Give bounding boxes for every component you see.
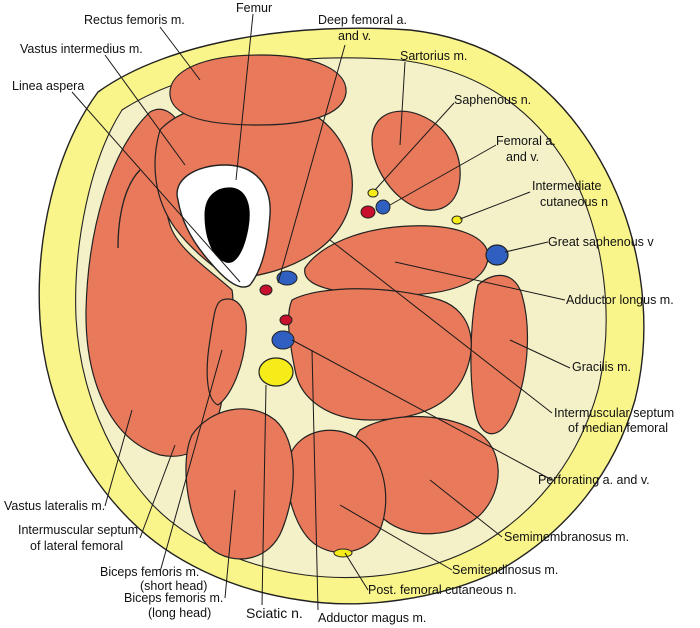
label-intermediate-cutaneous-2: cutaneous n xyxy=(540,195,608,209)
label-deep-femoral-1: Deep femoral a. xyxy=(318,13,407,27)
label-post-femoral-cutaneous: Post. femoral cutaneous n. xyxy=(368,583,517,597)
linea-aspera-ridge xyxy=(117,169,141,249)
perforating-vein xyxy=(271,330,295,350)
adductor-magnus-muscle xyxy=(287,288,472,421)
femoral-vein xyxy=(375,199,391,215)
biceps-femoris-short-head-muscle xyxy=(206,298,247,406)
label-perforating: Perforating a. and v. xyxy=(538,473,650,487)
label-intermediate-cutaneous-1: Intermediate xyxy=(532,179,602,193)
label-biceps-long-2: (long head) xyxy=(148,606,211,620)
label-femoral-av-2: and v. xyxy=(506,150,539,164)
perforating-artery xyxy=(279,314,293,326)
leader-lines xyxy=(71,13,571,611)
sciatic-nerve xyxy=(258,357,294,387)
deep-femoral-vein xyxy=(276,270,298,286)
label-adductor-magnus: Adductor magus m. xyxy=(318,611,426,625)
label-biceps-long-1: Biceps femoris m. xyxy=(124,591,223,605)
label-biceps-short-2: (short head) xyxy=(140,579,207,593)
label-adductor-longus: Adductor longus m. xyxy=(566,293,674,307)
gracilis-muscle xyxy=(470,274,529,435)
label-septum-median-2: of median femoral xyxy=(568,421,668,435)
labels: Femur Rectus femoris m. Deep femoral a. … xyxy=(4,1,674,625)
label-septum-median-1: Intermuscular septum xyxy=(554,406,674,420)
label-vastus-intermedius: Vastus intermedius m. xyxy=(20,42,143,56)
label-deep-femoral-2: and v. xyxy=(338,29,371,43)
label-great-saphenous: Great saphenous v xyxy=(548,235,654,249)
label-linea-aspera: Linea aspera xyxy=(12,79,84,93)
label-femur: Femur xyxy=(236,1,272,15)
deep-femoral-artery xyxy=(259,284,273,296)
femoral-artery xyxy=(360,205,376,219)
label-gracilis: Gracilis m. xyxy=(572,360,631,374)
label-sartorius: Sartorius m. xyxy=(400,49,467,63)
label-semitendinosus: Semitendinosus m. xyxy=(452,563,558,577)
label-semimembranosus: Semimembranosus m. xyxy=(504,530,629,544)
rectus-femoris-muscle xyxy=(169,54,347,126)
label-vastus-lateralis: Vastus lateralis m. xyxy=(4,499,105,513)
label-biceps-short-1: Biceps femoris m. xyxy=(100,565,199,579)
semitendinosus-muscle xyxy=(286,429,387,553)
biceps-femoris-long-head-muscle xyxy=(185,408,294,560)
label-saphenous-nerve: Saphenous n. xyxy=(454,93,531,107)
great-saphenous-vein xyxy=(485,244,509,266)
label-rectus-femoris: Rectus femoris m. xyxy=(84,13,185,27)
label-septum-lateral-2: of lateral femoral xyxy=(30,539,123,553)
label-femoral-av-1: Femoral a. xyxy=(496,134,556,148)
intermediate-cutaneous-nerve xyxy=(451,215,463,225)
label-sciatic: Sciatic n. xyxy=(246,605,303,621)
posterior-femoral-cutaneous-nerve xyxy=(333,548,353,558)
saphenous-nerve xyxy=(367,188,379,198)
sartorius-muscle xyxy=(371,110,461,211)
label-septum-lateral-1: Intermuscular septum xyxy=(18,523,138,537)
